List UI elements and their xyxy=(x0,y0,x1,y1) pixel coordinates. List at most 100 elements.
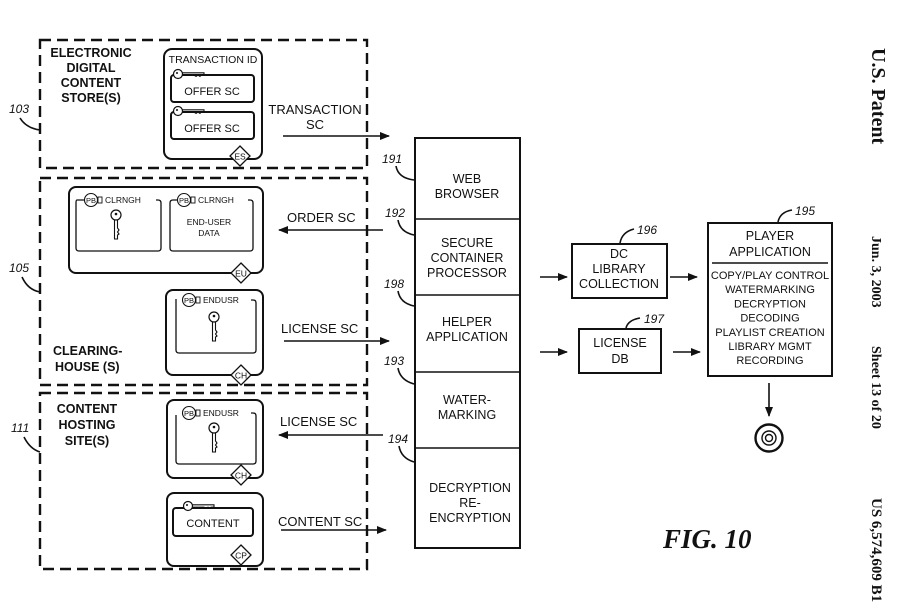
pb-icon xyxy=(181,405,197,421)
player-functions-list: COPY/PLAY CONTROLWATERMARKINGDECRYPTIOND… xyxy=(711,270,829,367)
svg-text:CONTENT: CONTENT xyxy=(61,76,122,90)
svg-text:PB: PB xyxy=(179,196,189,205)
svg-text:CLEARING-: CLEARING- xyxy=(53,344,122,358)
hosting-group: 111 CONTENT HOSTING SITE(S) PB ENDUSR CH xyxy=(11,391,387,571)
store-ref: 103 xyxy=(9,102,29,116)
publisher-label: U.S. Patent xyxy=(867,48,889,144)
svg-text:OFFER SC: OFFER SC xyxy=(184,123,240,135)
svg-text:PB: PB xyxy=(86,196,96,205)
svg-text:ENDUSR: ENDUSR xyxy=(203,408,239,418)
svg-text:STORE(S): STORE(S) xyxy=(61,91,121,105)
svg-text:MARKING: MARKING xyxy=(438,408,496,422)
svg-text:CH: CH xyxy=(235,371,247,381)
svg-text:APPLICATION: APPLICATION xyxy=(426,330,508,344)
content-item xyxy=(172,507,254,537)
hosting-ref: 111 xyxy=(11,421,29,435)
player-function-item: PLAYLIST CREATION xyxy=(715,327,824,339)
offer-sc-item-1 xyxy=(170,74,255,103)
content-sc-label: CONTENT SC xyxy=(278,514,362,529)
client-stack: 191 WEB BROWSER 192 SECURE CONTAINER PRO… xyxy=(382,137,521,549)
svg-text:PROCESSOR: PROCESSOR xyxy=(427,266,507,280)
patent-number: US 6,574,609 B1 xyxy=(868,498,884,602)
player-title: PLAYER xyxy=(746,229,794,243)
helper-application-block: 198 HELPER APPLICATION xyxy=(384,277,508,344)
player-function-item: WATERMARKING xyxy=(725,284,815,296)
svg-text:CONTENT: CONTENT xyxy=(186,518,239,530)
player-function-item: DECRYPTION xyxy=(734,298,806,310)
store-group: 103 ELECTRONIC DIGITAL CONTENT STORE(S) … xyxy=(9,38,390,170)
svg-text:192: 192 xyxy=(385,206,405,220)
svg-text:CONTENT: CONTENT xyxy=(57,402,118,416)
svg-text:HOUSE (S): HOUSE (S) xyxy=(55,360,120,374)
offer-sc-item-2 xyxy=(170,111,255,140)
license-db-box: 197 LICENSE DB xyxy=(578,312,665,374)
svg-text:WATER-: WATER- xyxy=(443,393,491,407)
end-user-data-label: END-USER xyxy=(187,217,231,227)
svg-text:PB: PB xyxy=(184,409,194,418)
cp-container: CONTENT CP xyxy=(166,492,264,567)
ch-container-clearinghouse: PB ENDUSR CH xyxy=(165,289,264,386)
svg-text:PB: PB xyxy=(184,296,194,305)
web-browser-block: 191 WEB BROWSER xyxy=(382,152,499,201)
watermarking-block: 193 WATER- MARKING xyxy=(384,354,496,422)
svg-text:191: 191 xyxy=(382,152,402,166)
eu-badge: EU xyxy=(230,262,252,284)
ch-badge: CH xyxy=(230,364,252,386)
svg-text:196: 196 xyxy=(637,223,657,237)
svg-text:ENDUSR: ENDUSR xyxy=(203,295,239,305)
svg-text:ES: ES xyxy=(234,152,246,162)
patent-header: U.S. Patent Jun. 3, 2003 Sheet 13 of 20 … xyxy=(867,48,889,602)
store-title: ELECTRONIC DIGITAL CONTENT STORE(S) xyxy=(50,46,131,105)
pb-icon xyxy=(176,192,192,208)
decryption-reencryption-block: 194 DECRYPTION RE- ENCRYPTION xyxy=(388,432,511,525)
svg-text:DATA: DATA xyxy=(198,228,220,238)
ch-badge: CH xyxy=(230,464,252,486)
ch-container-hosting: PB ENDUSR CH xyxy=(166,399,264,486)
transaction-container: TRANSACTION ID OFFER SC OFFER SC ES xyxy=(163,48,263,167)
svg-text:DECRYPTION: DECRYPTION xyxy=(429,481,511,495)
svg-text:CH: CH xyxy=(235,471,247,481)
svg-text:DC: DC xyxy=(610,247,628,261)
svg-text:CP: CP xyxy=(235,551,247,561)
svg-text:HELPER: HELPER xyxy=(442,315,492,329)
hosting-title: CONTENT HOSTING SITE(S) xyxy=(57,402,118,448)
svg-text:OFFER SC: OFFER SC xyxy=(184,86,240,98)
order-sc-label: ORDER SC xyxy=(287,210,356,225)
svg-text:DB: DB xyxy=(611,352,628,366)
svg-text:CONTAINER: CONTAINER xyxy=(431,251,504,265)
svg-text:ENCRYPTION: ENCRYPTION xyxy=(429,511,511,525)
svg-text:197: 197 xyxy=(644,312,665,326)
svg-text:194: 194 xyxy=(388,432,408,446)
player-function-item: LIBRARY MGMT xyxy=(728,341,812,353)
svg-text:COLLECTION: COLLECTION xyxy=(579,277,659,291)
transaction-sc-label: TRANSACTION xyxy=(268,102,361,117)
date-label: Jun. 3, 2003 xyxy=(868,236,883,308)
eu-container: PB CLRNGH PB CLRNGH END-USER DATA EU xyxy=(68,186,264,284)
figure-label: FIG. 10 xyxy=(662,524,752,554)
sheet-label: Sheet 13 of 20 xyxy=(868,346,883,429)
clearinghouse-group: 105 CLEARING- HOUSE (S) PB CLRNGH PB CLR… xyxy=(9,176,390,387)
store-boundary xyxy=(38,38,369,170)
license-sc-out-label: LICENSE SC xyxy=(281,321,358,336)
cp-badge: CP xyxy=(230,544,252,566)
es-badge: ES xyxy=(229,145,251,167)
svg-text:SITE(S): SITE(S) xyxy=(65,434,109,448)
svg-text:WEB: WEB xyxy=(453,172,481,186)
player-application-box: 195 PLAYER APPLICATION COPY/PLAY CONTROL… xyxy=(707,204,833,377)
player-function-item: RECORDING xyxy=(736,355,803,367)
svg-text:198: 198 xyxy=(384,277,404,291)
svg-text:193: 193 xyxy=(384,354,404,368)
svg-text:HOSTING: HOSTING xyxy=(59,418,116,432)
svg-text:SC: SC xyxy=(306,117,324,132)
svg-text:BROWSER: BROWSER xyxy=(435,187,500,201)
clearinghouse-ref: 105 xyxy=(9,261,29,275)
clearinghouse-boundary xyxy=(38,176,369,387)
player-function-item: COPY/PLAY CONTROL xyxy=(711,270,829,282)
clearinghouse-title: CLEARING- HOUSE (S) xyxy=(53,344,122,374)
svg-text:RE-: RE- xyxy=(459,496,481,510)
svg-text:ELECTRONIC: ELECTRONIC xyxy=(50,46,131,60)
pb-icon xyxy=(83,192,99,208)
svg-text:EU: EU xyxy=(235,269,247,279)
svg-text:195: 195 xyxy=(795,204,815,218)
